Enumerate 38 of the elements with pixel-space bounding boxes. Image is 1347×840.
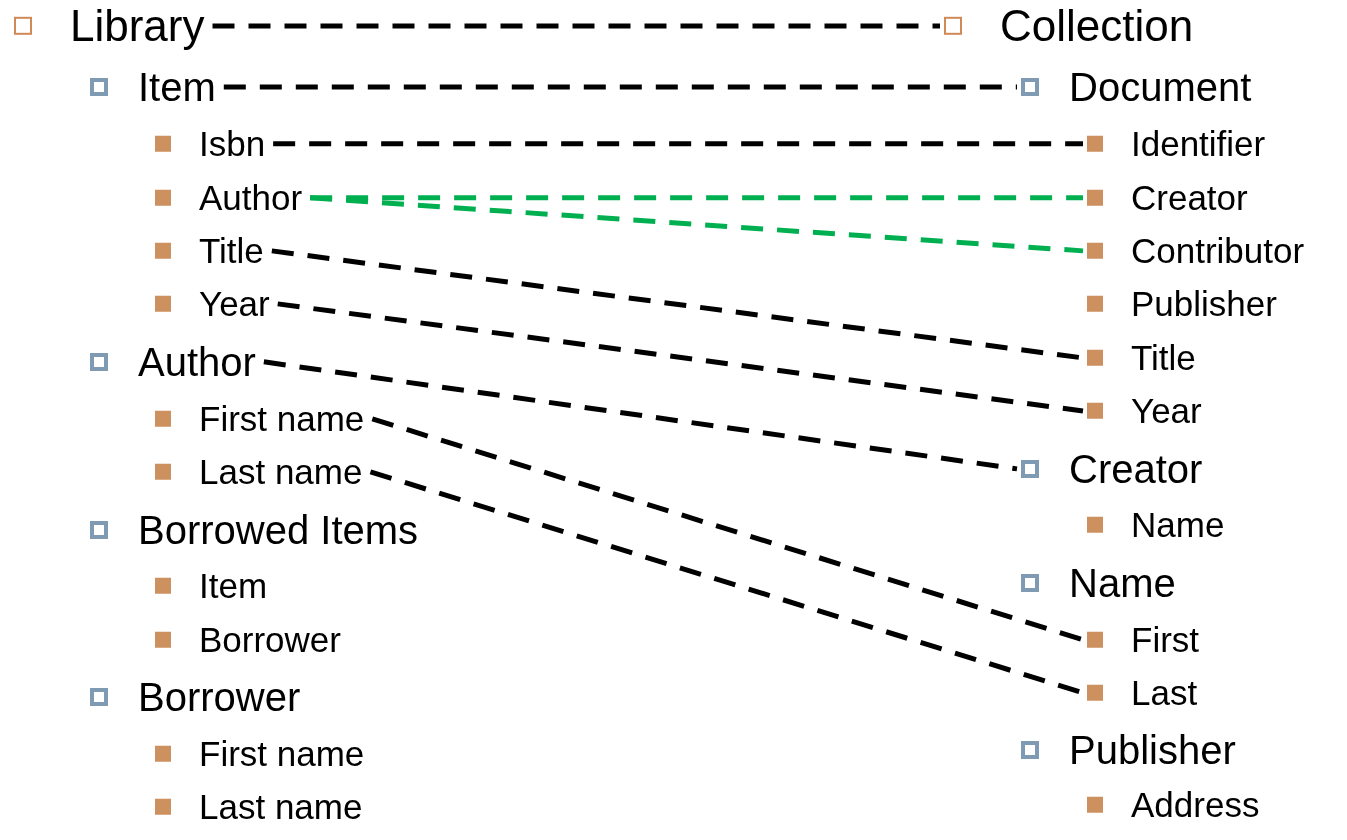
- dashed-connector: [371, 416, 1084, 643]
- list-item-text: First name: [199, 734, 365, 773]
- list-item-text: Name: [1131, 505, 1225, 545]
- list-item-text: Publisher: [1069, 727, 1236, 772]
- dashed-connector: [212, 23, 940, 29]
- list-item-text: Isbn: [199, 124, 266, 164]
- list-item-text: Last name: [199, 787, 363, 826]
- list-item-text: Author: [199, 178, 303, 218]
- list-item-text: Document: [1069, 64, 1252, 109]
- list-item-text: First name: [199, 399, 365, 439]
- list-item-text: Borrower: [138, 674, 301, 719]
- list-item-text: Item: [138, 64, 216, 109]
- list-item-text: Name: [1069, 560, 1176, 605]
- list-item-text: Creator: [1131, 178, 1248, 218]
- list-item-text: Item: [199, 566, 268, 605]
- list-item-text: Collection: [1000, 1, 1194, 51]
- list-item-text: First: [1131, 620, 1200, 659]
- list-item-text: Borrower: [199, 620, 341, 659]
- list-item-text: Author: [138, 339, 256, 384]
- list-item-text: Borrowed Items: [138, 507, 419, 552]
- list-item-text: Title: [199, 231, 264, 271]
- list-item-text: Last: [1131, 673, 1198, 712]
- dashed-connector: [277, 301, 1084, 414]
- list-item-text: Identifier: [1131, 124, 1266, 164]
- list-item-text: Publisher: [1131, 284, 1277, 324]
- dashed-connector: [309, 195, 1084, 254]
- list-item-text: Creator: [1069, 446, 1203, 491]
- dashed-connector: [263, 359, 1018, 472]
- list-item-text: Contributor: [1131, 231, 1305, 271]
- list-item-text: Last name: [199, 452, 363, 492]
- dashed-connector: [310, 195, 1083, 201]
- list-item-text: Address: [1131, 785, 1260, 824]
- list-item-text: Year: [199, 284, 270, 324]
- dashed-connector: [223, 84, 1017, 90]
- list-item-text: Title: [1131, 338, 1196, 378]
- list-item-text: Library: [70, 1, 205, 51]
- list-item-text: Year: [1131, 391, 1202, 431]
- dashed-connector: [273, 141, 1083, 147]
